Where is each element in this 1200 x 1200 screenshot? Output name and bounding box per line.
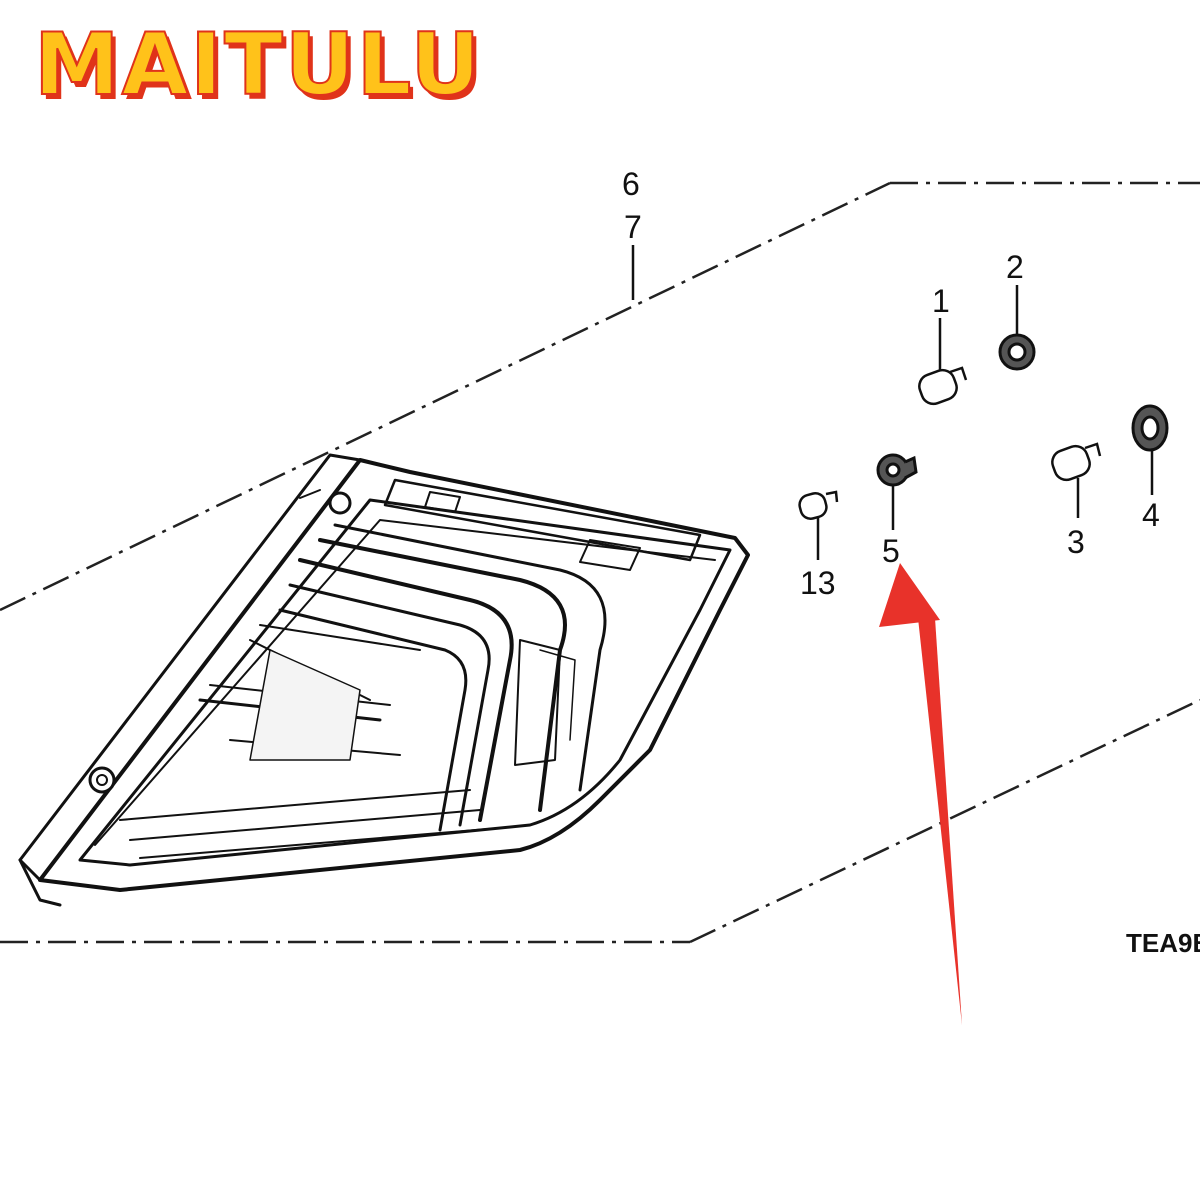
diagram-code: TEA9B: [1126, 928, 1200, 958]
callout-3: 3: [1067, 524, 1085, 560]
callout-1: 1: [932, 283, 950, 319]
bulb-3: [1051, 442, 1102, 482]
tail-light-assembly: [18, 453, 750, 907]
leader-lines: [631, 245, 1154, 560]
callout-4: 4: [1142, 497, 1160, 533]
callout-13: 13: [800, 565, 836, 601]
brand-logo: MAITULU: [33, 15, 483, 115]
red-arrow: [879, 563, 962, 1025]
assembly-boundary: [0, 181, 1200, 944]
socket-4: [1131, 404, 1169, 452]
socket-5: [876, 453, 918, 487]
callout-6: 6: [622, 166, 640, 202]
bulb-13: [798, 490, 839, 520]
callout-5: 5: [882, 533, 900, 569]
callout-2: 2: [1006, 249, 1024, 285]
callout-7: 7: [624, 209, 642, 245]
socket-2: [998, 333, 1036, 371]
bulb-1: [918, 366, 968, 406]
